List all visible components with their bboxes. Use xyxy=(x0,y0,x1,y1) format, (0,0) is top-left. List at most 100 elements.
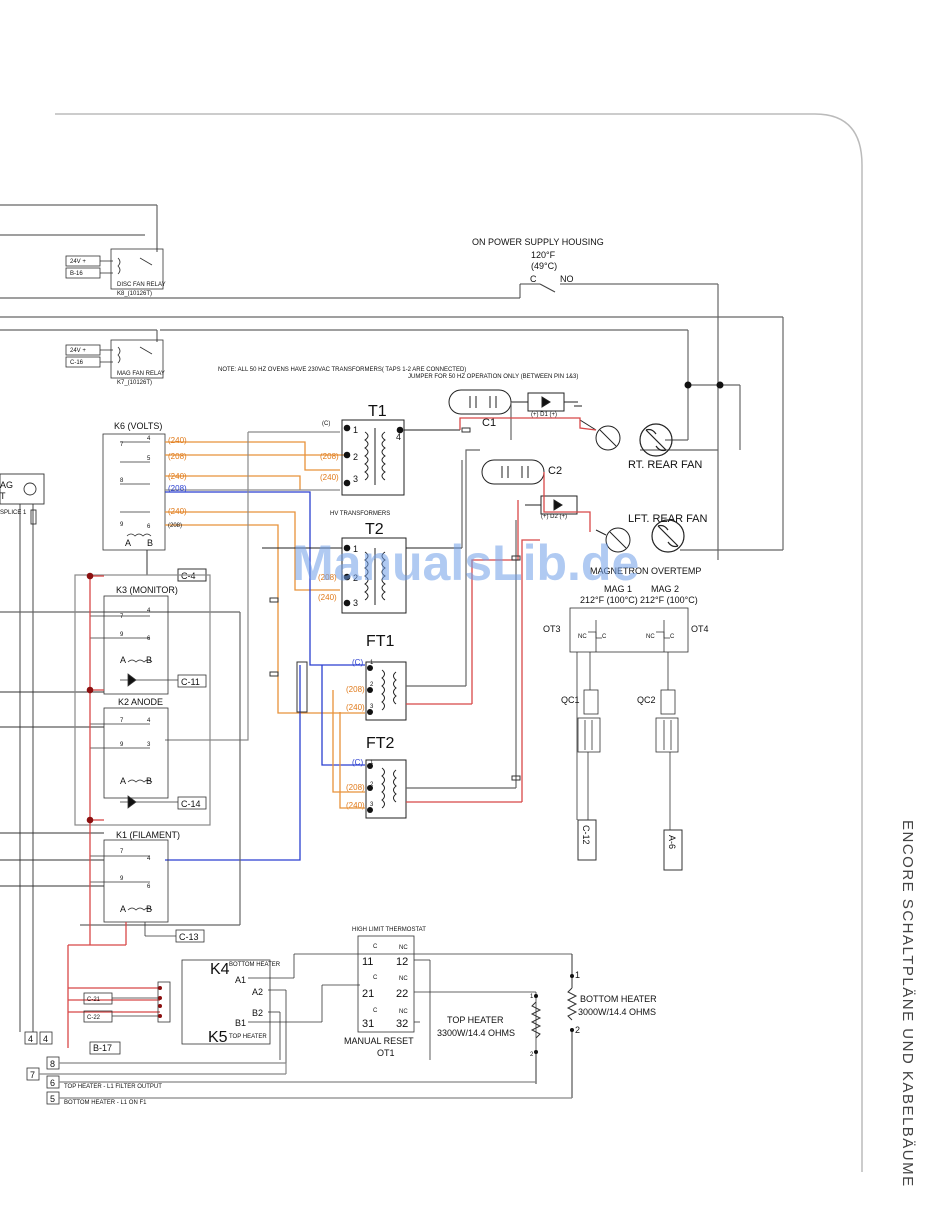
ref-c22: C-22 xyxy=(87,1015,101,1021)
terminal-number: 4 xyxy=(28,1034,33,1044)
k3-coil-a: A xyxy=(120,655,126,665)
k1-pin: 9 xyxy=(120,876,124,882)
ft2-pin: 2 xyxy=(370,782,374,788)
fan-rear-left xyxy=(651,519,685,553)
t2-pin: 2 xyxy=(353,573,358,583)
power-supply-label: ON POWER SUPPLY HOUSING xyxy=(472,237,604,247)
left-partial xyxy=(0,473,241,1032)
jumper-note: JUMPER FOR 50 HZ OPERATION ONLY (BETWEEN… xyxy=(408,374,578,380)
thermostat-title: HIGH LIMIT THERMOSTAT xyxy=(352,927,426,933)
relay-k1 xyxy=(90,839,205,943)
ft1-tap: (C) xyxy=(352,658,363,667)
capacitor-c2 xyxy=(481,459,578,515)
overtemp-mag2: MAG 2 xyxy=(651,584,679,594)
k4-sub: BOTTOM HEATER xyxy=(229,962,281,968)
relay-k6 xyxy=(102,433,166,551)
k6-pin: 9 xyxy=(120,522,124,528)
ft2-tap: (C) xyxy=(352,758,363,767)
watermark: ManualsLib.de xyxy=(292,535,639,591)
ref-c12: C-12 xyxy=(581,825,591,845)
t1-pin: 4 xyxy=(396,432,401,442)
ref-c21: C-21 xyxy=(87,997,101,1003)
ft1-pin: 3 xyxy=(370,704,374,710)
power-supply-switch xyxy=(519,283,719,560)
k2-ref: C-14 xyxy=(181,799,201,809)
t2-name: T2 xyxy=(365,521,384,538)
transformer-t1 xyxy=(341,419,460,496)
bottom-heater-pin: 2 xyxy=(575,1025,580,1035)
ft2-name: FT2 xyxy=(366,735,395,752)
relay-k7 xyxy=(0,316,783,379)
k4-a2: A2 xyxy=(252,987,263,997)
connector xyxy=(269,671,279,677)
k6-ref-box xyxy=(146,550,207,582)
ref-box-a6 xyxy=(663,829,683,871)
thermostat-pin: 22 xyxy=(396,988,408,1000)
k8-caption: K8_(10126T) xyxy=(117,291,152,297)
t1-name: T1 xyxy=(368,403,387,420)
t2-tap: (208) xyxy=(318,573,337,582)
terminal-number: 8 xyxy=(50,1059,55,1069)
k1-coil-b: B xyxy=(146,904,152,914)
d1-label: (+) D1 (+) xyxy=(531,412,557,418)
transformer-ft1 xyxy=(365,661,472,721)
relay-k8 xyxy=(0,204,520,299)
k2-coil-a: A xyxy=(120,776,126,786)
terminal-number: 4 xyxy=(43,1034,48,1044)
terminal-note-6: TOP HEATER - L1 FILTER OUTPUT xyxy=(64,1084,162,1090)
relay-k3 xyxy=(90,595,207,695)
capacitor-c1 xyxy=(448,389,582,415)
t1-pin: 3 xyxy=(353,474,358,484)
k1-coil-a: A xyxy=(120,904,126,914)
ot3-c: C xyxy=(602,634,607,640)
power-supply-no: NO xyxy=(560,274,574,284)
k3-pin: 4 xyxy=(147,608,151,614)
connector xyxy=(461,427,471,433)
k1-title: K1 (FILAMENT) xyxy=(116,830,180,840)
overtemp-t2: 212°F (100°C) xyxy=(640,595,698,605)
thermostat-pin: 12 xyxy=(396,956,408,968)
qc1-label: QC1 xyxy=(561,695,580,705)
c2-label: C2 xyxy=(548,465,562,477)
t1-tap: (208) xyxy=(320,452,339,461)
splice-label: SPLICE 1 xyxy=(0,510,27,516)
terminal-number: 5 xyxy=(50,1094,55,1104)
thermostat-pin: 11 xyxy=(362,956,373,968)
thermostat-nc: NC xyxy=(399,976,408,982)
k6-pin: 5 xyxy=(147,456,151,462)
left-partial-mag: AG xyxy=(0,480,13,490)
junction-dot xyxy=(684,381,692,389)
top-heater-pin: 2 xyxy=(530,1052,534,1058)
k2-pin: 7 xyxy=(120,718,124,724)
k7-voltage: 24V + xyxy=(70,348,86,354)
junction-dot xyxy=(86,572,94,580)
fan-rear-right xyxy=(639,423,673,457)
k2-pin: 4 xyxy=(147,718,151,724)
d2-label: (+) D2 (+) xyxy=(541,514,567,520)
left-ref-boxes xyxy=(83,992,160,1055)
k6-tap-label: (208) xyxy=(168,484,187,493)
overtemp-mag1: MAG 1 xyxy=(604,584,632,594)
t1-top-tap: (C) xyxy=(322,421,330,427)
thermostat-c: C xyxy=(373,975,378,981)
ot3-nc: NC xyxy=(578,634,587,640)
top-heater xyxy=(530,1001,542,1084)
power-supply-c: C xyxy=(530,274,537,284)
hv-wires xyxy=(165,402,597,861)
connector xyxy=(296,661,308,713)
k2-coil-b: B xyxy=(146,776,152,786)
k5-b2: B2 xyxy=(252,1008,263,1018)
ft2-pin: 3 xyxy=(370,802,374,808)
transformer-ft2 xyxy=(365,759,522,819)
bottom-heater-spec: 3000W/14.4 OHMS xyxy=(578,1007,656,1017)
t1-pin: 1 xyxy=(353,425,358,435)
c1-label: C1 xyxy=(482,417,496,429)
ref-b17: B-17 xyxy=(93,1043,112,1053)
ft2-tap: (208) xyxy=(346,783,365,792)
thermostat-pin: 21 xyxy=(362,988,374,1000)
k6-tap-label: (240) xyxy=(168,507,187,516)
k3-title: K3 (MONITOR) xyxy=(116,585,178,595)
relay-k4-k5 xyxy=(157,953,572,1072)
bottom-heater-label: BOTTOM HEATER xyxy=(580,994,657,1004)
